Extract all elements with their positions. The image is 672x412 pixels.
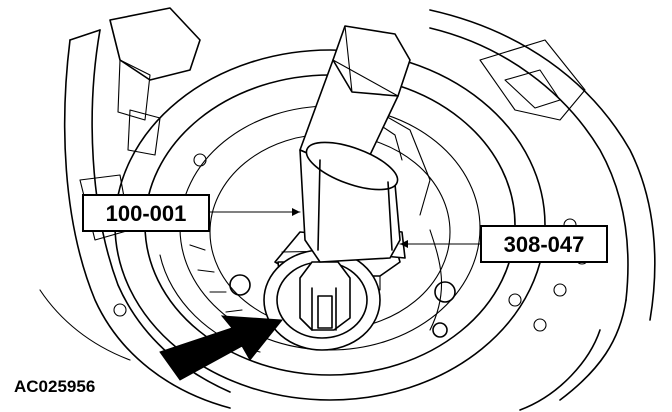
pointer-arrow xyxy=(159,315,283,381)
transmission-case xyxy=(39,7,656,411)
callout-308-047-text: 308-047 xyxy=(504,232,585,257)
leader-lines xyxy=(209,208,481,248)
socket-tool-100-001 xyxy=(299,25,411,263)
snap-ring-hub xyxy=(263,249,381,351)
callout-308-047: 308-047 xyxy=(480,225,608,263)
figure-id: AC025956 xyxy=(14,377,95,396)
callout-100-001-text: 100-001 xyxy=(106,201,187,226)
callout-100-001: 100-001 xyxy=(82,194,210,232)
